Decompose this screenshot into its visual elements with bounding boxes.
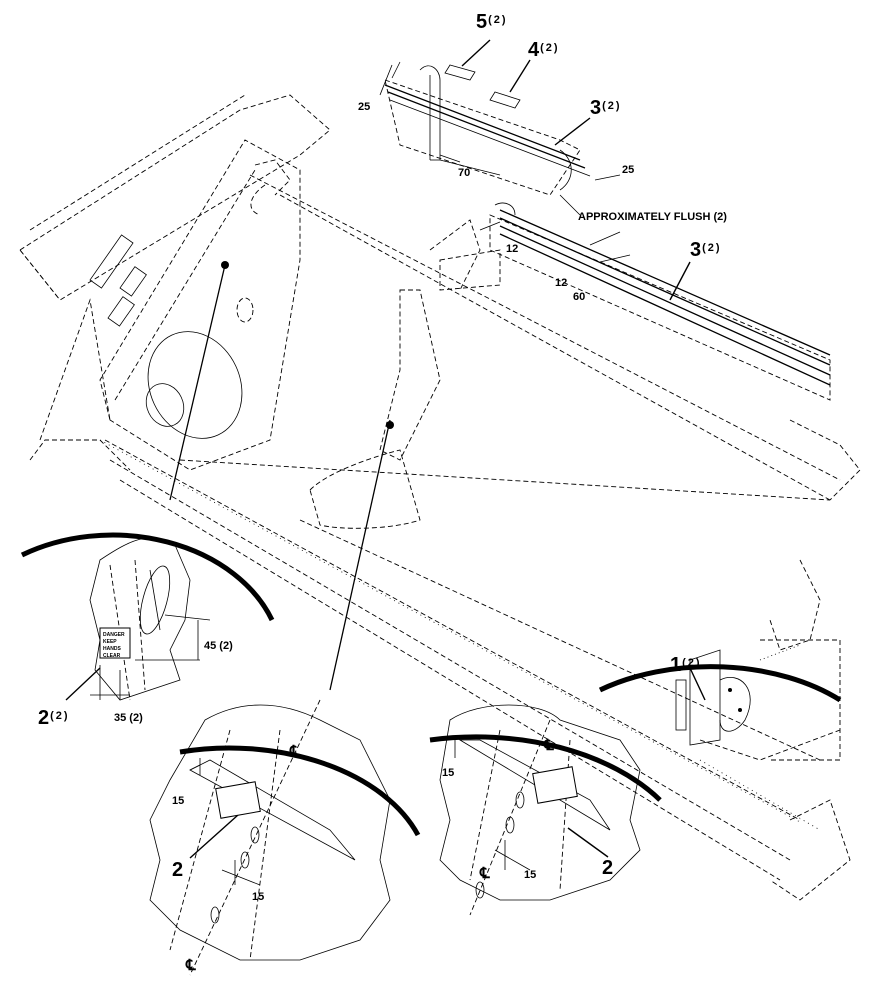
detail-view-left: DANGER KEEP HANDS CLEAR: [20, 532, 275, 701]
svg-text:KEEP: KEEP: [103, 639, 117, 645]
svg-text:CLEAR: CLEAR: [103, 653, 121, 659]
dimension-25-top: 25: [358, 101, 371, 113]
upper-strip-assembly: [384, 64, 591, 196]
dimension-arrows: [379, 61, 631, 263]
dimension-25-right: 25: [622, 164, 635, 176]
dimension-15-center-detail: 15: [172, 795, 185, 807]
dimension-15-center-bottom: 15: [252, 891, 265, 903]
callout-2-right: 2: [602, 857, 614, 879]
note-approximately-flush: APPROXIMATELY FLUSH (2): [578, 211, 727, 223]
dimension-15-right-detail: 15: [442, 767, 455, 779]
dimension-12-right: 12: [555, 277, 568, 289]
detail-view-right: [429, 664, 842, 916]
callout-3-upper: 3(2): [590, 97, 622, 119]
dimension-45: 45 (2): [204, 640, 233, 652]
lower-strip-assembly: [439, 202, 831, 401]
detail-connectors: [169, 261, 394, 691]
centerline-symbol-center-top: ℄: [290, 742, 300, 760]
dimension-12-left: 12: [506, 243, 519, 255]
callout-2-center: 2: [172, 859, 184, 881]
centerline-symbol-right-top: ℄: [544, 736, 554, 754]
callout-4: 4(2): [528, 39, 560, 61]
centerline-symbol-right-bottom: ℄: [480, 864, 490, 882]
detail-view-center: [149, 699, 421, 976]
decal-danger-left: DANGER KEEP HANDS CLEAR: [99, 627, 131, 659]
svg-text:DANGER: DANGER: [103, 632, 125, 638]
callout-3-lower: 3(2): [690, 239, 722, 261]
callout-1: 1(2): [670, 654, 702, 676]
svg-text:HANDS: HANDS: [103, 646, 121, 652]
callout-2-left: 2(2): [38, 707, 70, 729]
dimension-60: 60: [573, 291, 586, 303]
callout-5: 5(2): [476, 11, 508, 33]
centerline-symbol-center-bottom: ℄: [186, 956, 196, 974]
dimension-70: 70: [458, 167, 471, 179]
dimension-15-right-bottom: 15: [524, 869, 537, 881]
callout-leaders: [65, 39, 706, 859]
dimension-35: 35 (2): [114, 712, 143, 724]
